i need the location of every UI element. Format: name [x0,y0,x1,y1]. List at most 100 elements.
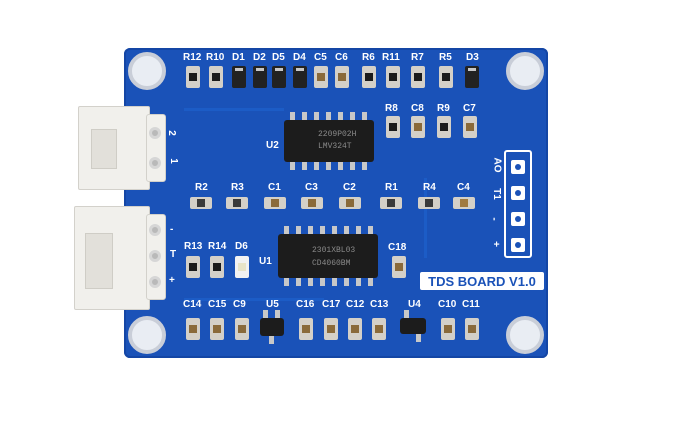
capacitor-c16 [299,318,313,340]
chip-pin [302,112,307,120]
chip-pin [296,278,301,286]
resistor-r4 [418,197,440,209]
label-d6: D6 [235,241,248,252]
header-label-ao: AO [491,157,503,173]
chip-pin [320,226,325,234]
header-label-minus: - [488,217,500,221]
chip-u2: 2209P02H LMV324T [284,120,374,162]
diode-d4 [293,66,307,88]
chip-pin [332,278,337,286]
connector-pin [149,250,161,262]
header-pin-t1[interactable] [511,186,525,200]
label-c8: C8 [411,103,424,114]
label-u5: U5 [266,299,279,310]
header-pin-minus[interactable] [511,212,525,226]
capacitor-c18 [392,256,406,278]
connector-label-1: 1 [167,158,179,164]
connector-slot [91,129,117,169]
chip-pin [344,278,349,286]
label-c12: C12 [346,299,365,310]
resistor-r7 [411,66,425,88]
resistor-r3 [226,197,248,209]
header-pin-plus[interactable] [511,238,525,252]
label-u2: U2 [266,140,279,151]
header-label-t1: T1 [490,188,502,200]
mounting-hole [128,52,166,90]
label-r5: R5 [439,52,452,63]
resistor-r5 [439,66,453,88]
chip-pin [302,162,307,170]
resistor-r13 [186,256,200,278]
chip-pin [326,162,331,170]
mounting-hole [506,52,544,90]
capacitor-c1 [264,197,286,209]
pcb-trace [184,298,324,301]
chip-pin [314,162,319,170]
connector-pin [149,127,161,139]
chip-pin [290,162,295,170]
label-r10: R10 [206,52,225,63]
capacitor-c2 [339,197,361,209]
label-u1: U1 [259,256,272,267]
chip-pin [332,226,337,234]
pcb-trace [424,178,427,258]
connector-label-minus: - [170,224,174,235]
capacitor-c8 [411,116,425,138]
connector-label-t: T [170,249,177,260]
chip-pin [284,278,289,286]
connector-pin [149,276,161,288]
chip-pin [338,112,343,120]
label-c9: C9 [233,299,246,310]
label-r1: R1 [385,182,398,193]
chip-pin [296,226,301,234]
label-c18: C18 [388,242,407,253]
label-r6: R6 [362,52,375,63]
label-d1: D1 [232,52,245,63]
label-c4: C4 [457,182,470,193]
label-r7: R7 [411,52,424,63]
label-c10: C10 [438,299,457,310]
connector-pin [149,224,161,236]
chip-pin [320,278,325,286]
chip-pin [314,112,319,120]
label-r8: R8 [385,103,398,114]
label-c17: C17 [322,299,341,310]
label-r2: R2 [195,182,208,193]
resistor-r9 [437,116,451,138]
capacitor-c5 [314,66,328,88]
capacitor-c7 [463,116,477,138]
label-c2: C2 [343,182,356,193]
diode-d5 [272,66,286,88]
label-c11: C11 [462,299,480,310]
capacitor-c13 [372,318,386,340]
chip-pin [368,278,373,286]
mounting-hole [128,316,166,354]
label-c15: C15 [208,299,227,310]
chip-pin [356,278,361,286]
connector-pin [149,157,161,169]
capacitor-c10 [441,318,455,340]
signal-header-outline [504,150,532,258]
chip-u1-marking-1: 2301XBL03 [312,246,356,255]
chip-pin [362,112,367,120]
probe-connector-2pin[interactable] [78,106,150,190]
chip-pin [263,310,268,318]
label-r4: R4 [423,182,436,193]
resistor-r14 [210,256,224,278]
chip-pin [362,162,367,170]
regulator-u5 [260,318,284,336]
header-pin-ao[interactable] [511,160,525,174]
chip-pin [275,310,280,318]
pcb-trace [184,108,284,111]
resistor-r12 [186,66,200,88]
capacitor-c11 [465,318,479,340]
label-r9: R9 [437,103,450,114]
chip-u4 [400,318,426,334]
label-c14: C14 [183,299,202,310]
chip-u2-marking-2: LMV324T [318,142,352,151]
power-connector-3pin[interactable] [74,206,150,310]
diode-d3 [465,66,479,88]
header-label-plus: + [489,241,501,247]
chip-pin [308,226,313,234]
